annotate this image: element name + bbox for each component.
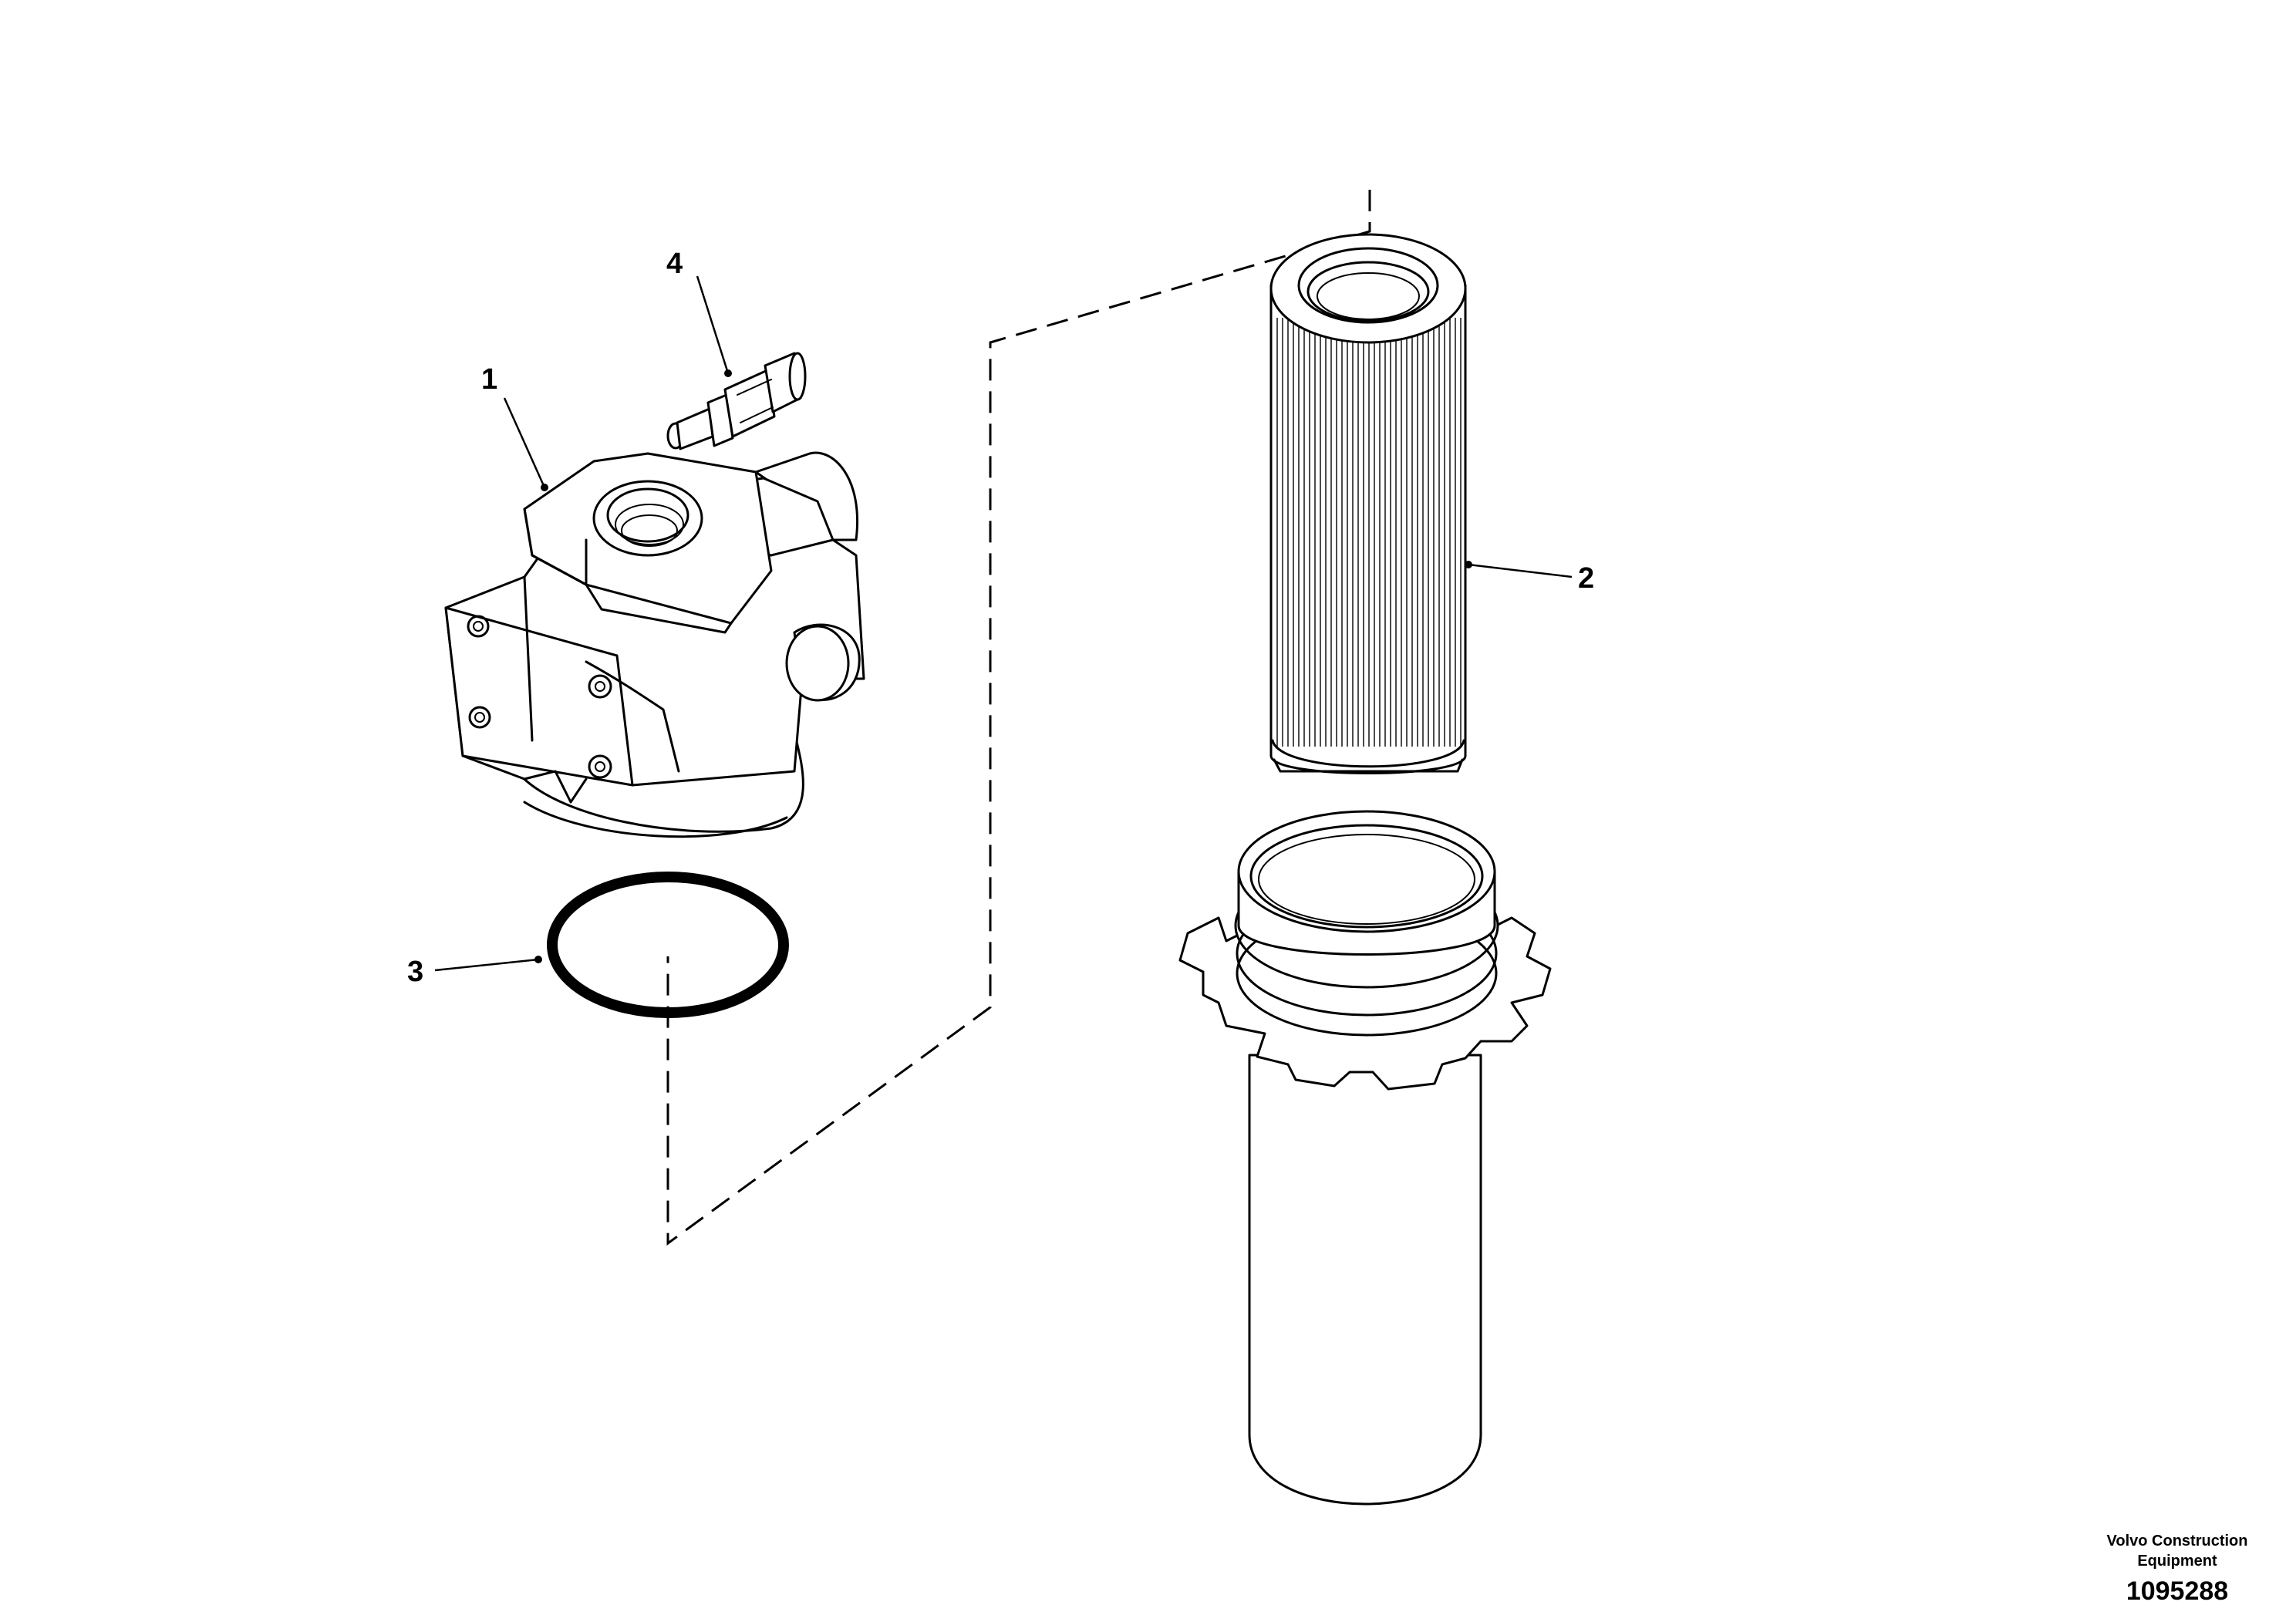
filter-pleats <box>1276 318 1462 747</box>
callout-1: 1 <box>481 363 497 396</box>
assembly-centerline <box>666 190 1371 1246</box>
callout-4: 4 <box>666 248 683 280</box>
callout-2: 2 <box>1578 562 1594 595</box>
part-1-filter-head <box>444 451 865 838</box>
part-4-fitting <box>666 352 807 450</box>
brand-line-2: Equipment <box>2137 1553 2217 1570</box>
drawing-number: 1095288 <box>2126 1576 2228 1606</box>
brand-line-1: Volvo Construction <box>2107 1533 2248 1549</box>
part-2-filter-element <box>1269 233 1467 774</box>
callout-3: 3 <box>407 956 423 988</box>
filter-housing-bowl <box>1178 810 1552 1506</box>
leader-lines <box>434 275 1573 972</box>
part-3-o-ring <box>547 872 789 1018</box>
